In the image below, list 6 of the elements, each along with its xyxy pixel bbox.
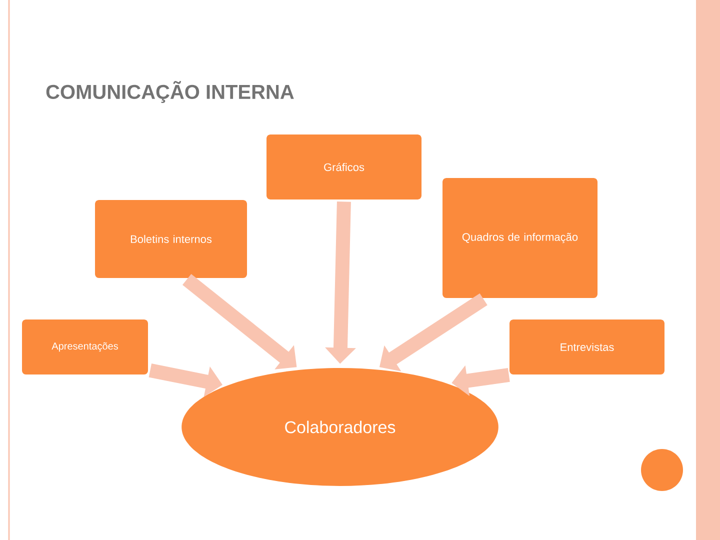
process-box: Entrevistas	[510, 319, 664, 374]
process-box: Apresentações	[22, 319, 148, 374]
process-box: Quadros de informação	[442, 178, 598, 298]
process-box: Gráficos	[266, 134, 422, 200]
title: COMUNICAÇÃO INTERNA	[46, 81, 294, 103]
process-box: Boletins internos	[95, 200, 247, 278]
